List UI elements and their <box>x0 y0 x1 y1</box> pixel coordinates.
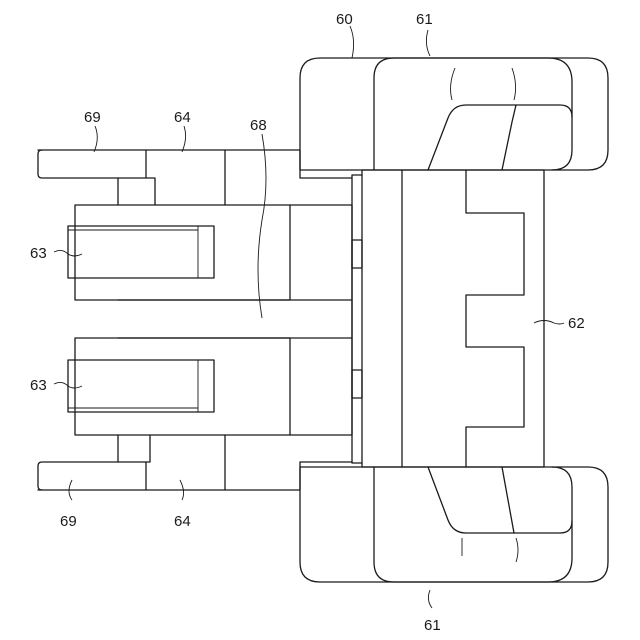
slot-bottom <box>68 360 214 412</box>
label-69-bottom: 69 <box>60 513 77 530</box>
label-63-top: 63 <box>30 245 47 262</box>
label-64-top: 64 <box>174 109 191 126</box>
label-60: 60 <box>336 11 353 28</box>
label-63-bottom: 63 <box>30 377 47 394</box>
leader-lines <box>54 26 564 608</box>
base-plate <box>75 150 352 490</box>
label-69-top: 69 <box>84 109 101 126</box>
label-61-top: 61 <box>416 11 433 28</box>
terminal-bottom <box>38 435 225 490</box>
top-body <box>300 58 608 170</box>
bottom-body <box>300 467 608 582</box>
label-61-bottom: 61 <box>424 617 441 634</box>
slot-top <box>68 226 214 278</box>
label-62: 62 <box>568 315 585 332</box>
label-68: 68 <box>250 117 267 134</box>
core-column <box>352 170 544 467</box>
label-64-bottom: 64 <box>174 513 191 530</box>
terminal-top <box>38 150 225 205</box>
